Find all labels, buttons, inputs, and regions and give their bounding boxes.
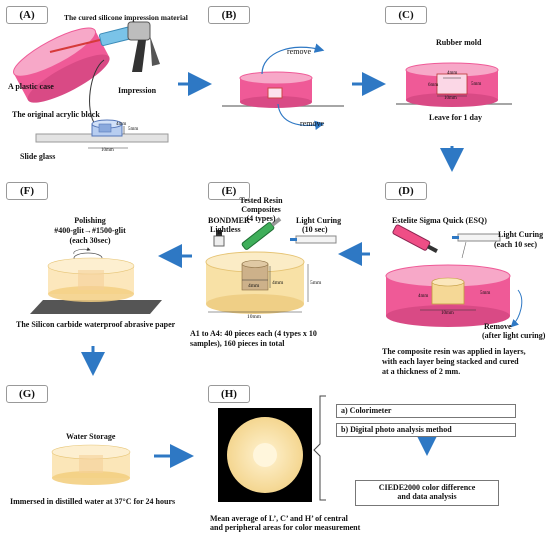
dim-5mm-a: 5mm — [128, 127, 139, 132]
ciede-label-2: and data analysis — [397, 492, 457, 501]
panel-label-b: (B) — [208, 6, 250, 24]
bondmer-label-2: Lightless — [210, 225, 241, 234]
panel-h — [218, 395, 326, 502]
dim-4mm-h-e: 4mm — [272, 280, 284, 286]
dim-10mm-c: 10mm — [444, 96, 457, 101]
esq-label: Estelite Sigma Quick (ESQ) — [392, 216, 487, 225]
panel-label-d: (D) — [385, 182, 427, 200]
polish-label-3: (each 30sec) — [69, 236, 111, 245]
curing-time-d: (each 10 sec) — [494, 240, 538, 249]
rubber-mold-title: Rubber mold — [436, 38, 482, 47]
impression-gun — [49, 21, 160, 127]
dim-4mm-a: 4mm — [116, 122, 127, 127]
block-label: The original acrylic block — [12, 110, 100, 119]
dim-4mm-d: 4mm — [418, 294, 429, 299]
impression-label: Impression — [118, 86, 157, 95]
bondmer-label-1: BONDMER — [208, 216, 250, 225]
colorimeter-label: a) Colorimeter — [341, 406, 392, 415]
glass-label: Slide glass — [20, 152, 56, 161]
dim-4mm-w-e: 4mm — [248, 283, 260, 289]
dim-5mm-d: 5mm — [480, 291, 491, 296]
dim-5mm-e: 5mm — [310, 280, 322, 286]
polish-label-2: #400-glit→#1500-glit — [54, 226, 126, 235]
panel-label-c: (C) — [385, 6, 427, 24]
resin-label-1: Tested Resin — [239, 196, 283, 205]
dim-5mm-c: 5mm — [471, 82, 482, 87]
plastic-case — [13, 27, 110, 103]
dim-6mm-c: 6mm — [428, 83, 439, 88]
curing-label-d: Light Curing — [498, 230, 544, 239]
curing-label-e: Light Curing — [296, 216, 342, 225]
remove-note-d: (after light curing) — [482, 331, 546, 340]
dim-10mm-d: 10mm — [441, 311, 454, 316]
caption-d-3: at a thickness of 2 mm. — [382, 367, 461, 376]
leave-caption: Leave for 1 day — [429, 113, 482, 122]
water-storage-title: Water Storage — [66, 432, 116, 441]
photo-analysis-label: b) Digital photo analysis method — [341, 425, 452, 434]
flow-arrows — [81, 72, 464, 468]
panel-f — [30, 247, 162, 314]
remove-top-label: remove — [287, 47, 311, 56]
caption-h-1: Mean average of L’, C’ and H’ of central — [210, 514, 348, 523]
colorimeter-box: a) Colorimeter — [336, 404, 516, 418]
remove-bottom-label: remove — [300, 119, 324, 128]
case-label: A plastic case — [8, 82, 54, 91]
caption-d-1: The composite resin was applied in layer… — [382, 347, 526, 356]
panel-c — [396, 62, 512, 107]
material-label: The cured silicone impression material — [64, 13, 188, 22]
photo-analysis-box: b) Digital photo analysis method — [336, 423, 516, 437]
panel-a — [13, 21, 169, 149]
panel-label-g: (G) — [6, 385, 48, 403]
resin-label-3: (4 types) — [246, 214, 276, 223]
panel-g — [51, 444, 131, 485]
ciede-label-1: CIEDE2000 color difference — [378, 483, 476, 492]
panel-label-e: (E) — [208, 182, 250, 200]
caption-d-2: with each layer being stacked and cured — [382, 357, 519, 366]
panel-label-f: (F) — [6, 182, 48, 200]
remove-label-d: Remove — [484, 322, 512, 331]
panel-label-h: (H) — [208, 385, 250, 403]
acrylic-block — [35, 119, 169, 149]
abrasive-caption: The Silicon carbide waterproof abrasive … — [16, 320, 176, 329]
panel-b — [222, 43, 344, 131]
immersed-caption: Immersed in distilled water at 37°C for … — [10, 497, 176, 506]
curing-time-e: (10 sec) — [302, 225, 328, 234]
polish-label-1: Polishing — [74, 216, 106, 225]
caption-h-2: and peripheral areas for color measureme… — [210, 523, 361, 532]
caption-e-2: samples), 160 pieces in total — [190, 339, 285, 348]
panel-label-a: (A) — [6, 6, 48, 24]
dim-4mm-c: 4mm — [447, 71, 458, 76]
dim-10mm-e: 10mm — [247, 314, 262, 320]
caption-e-1: A1 to A4: 40 pieces each (4 types x 10 — [190, 329, 317, 338]
panel-d — [385, 224, 523, 328]
panel-e — [205, 217, 337, 314]
ciede-box: CIEDE2000 color difference and data anal… — [355, 480, 499, 506]
dim-10mm-a: 10mm — [101, 148, 114, 153]
resin-label-2: Composites — [241, 205, 281, 214]
